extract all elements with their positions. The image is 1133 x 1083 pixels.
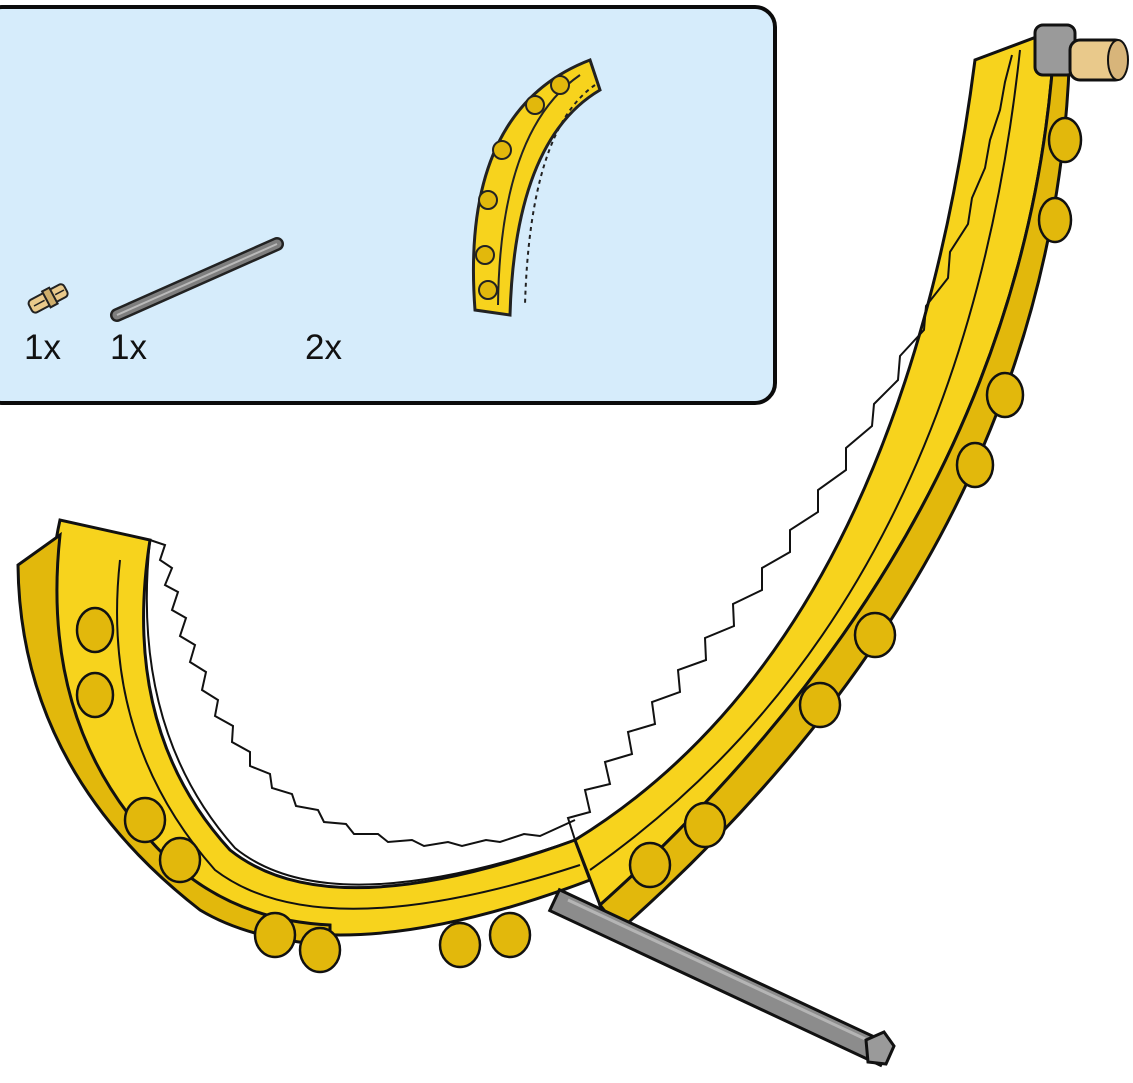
axle (565, 900, 894, 1064)
curved-gear-rack-right (568, 30, 1081, 930)
curved-gear-rack-left (18, 520, 590, 972)
pin-with-friction (1035, 25, 1128, 80)
